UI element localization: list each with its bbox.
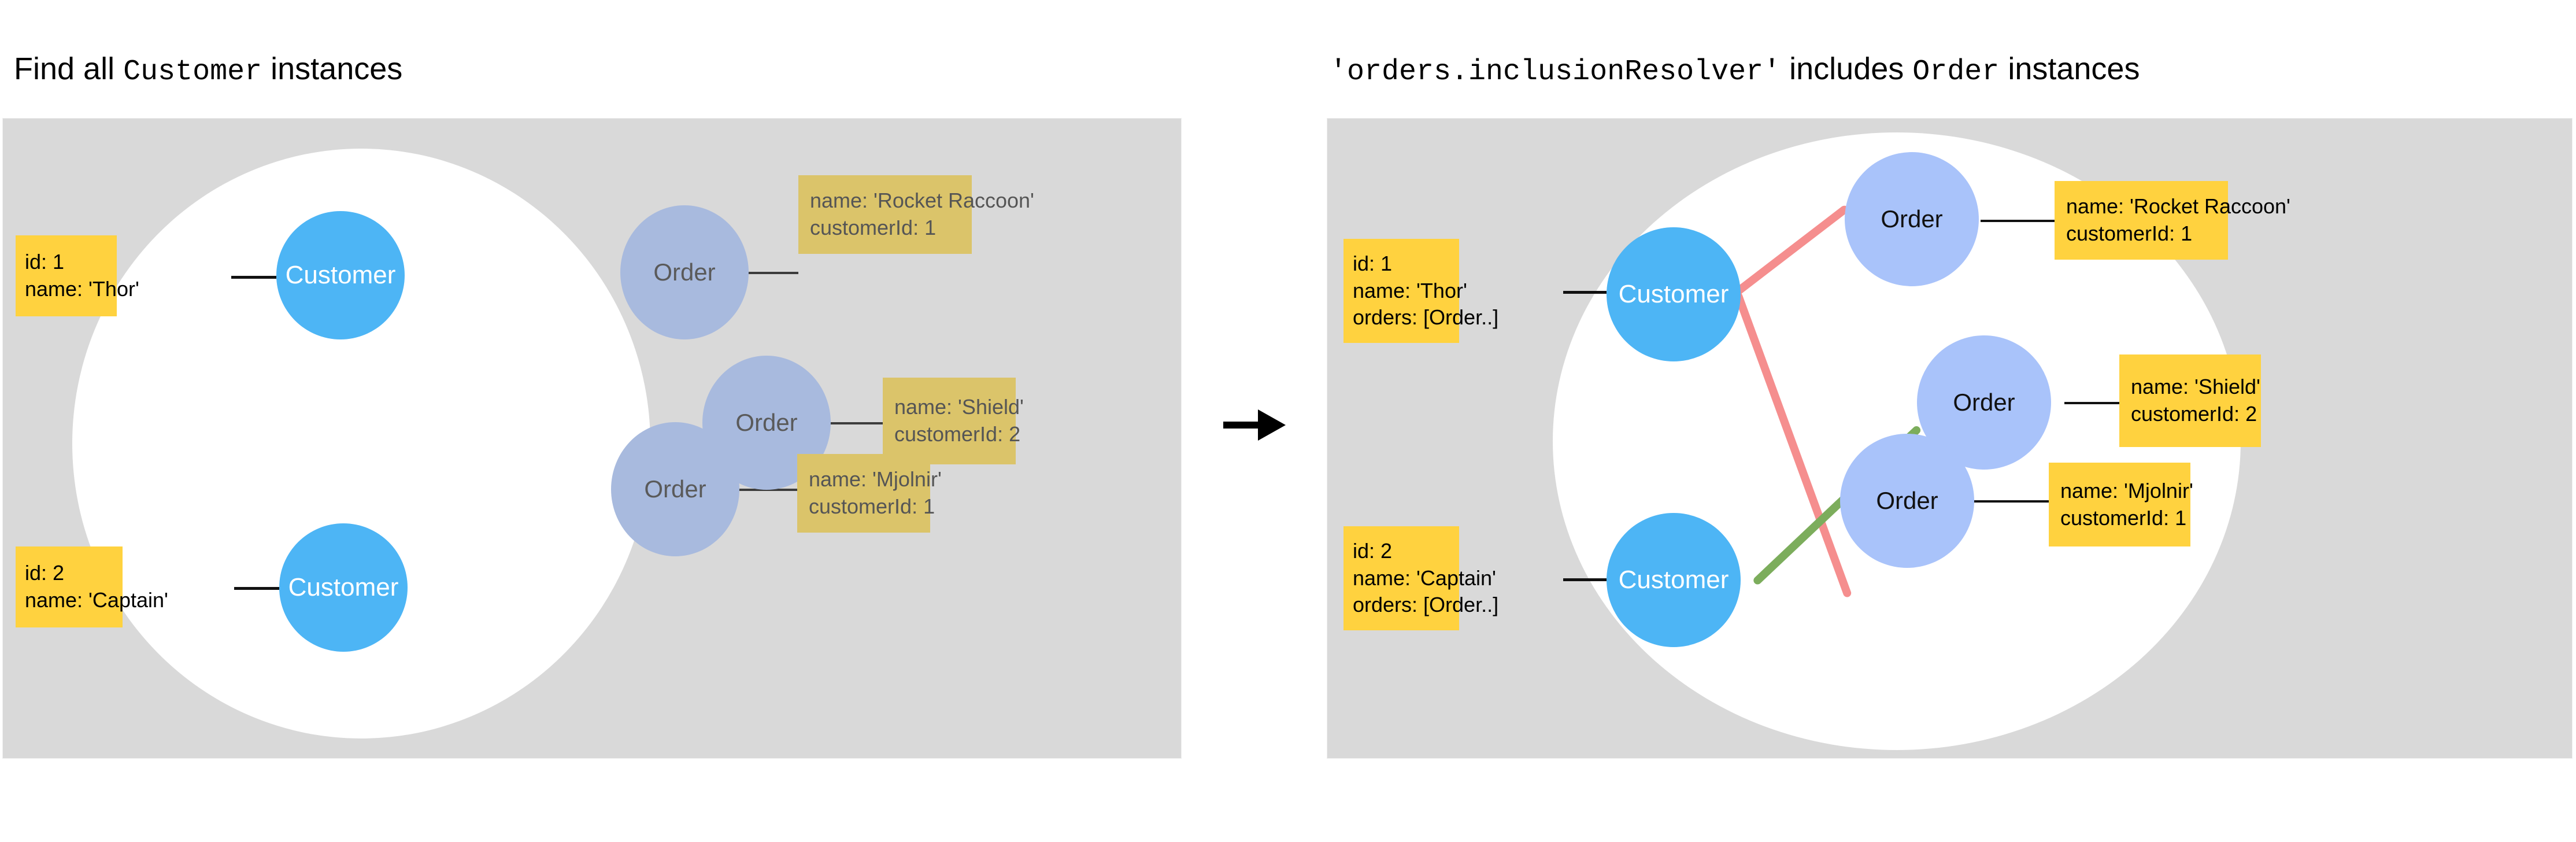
right-title-code-suffix: Order (1912, 56, 2000, 88)
node-order-2-label: Order (735, 409, 798, 436)
info-line: customerId: 2 (2131, 402, 2257, 426)
info-box-order-rocket-raccoon: name: 'Rocket Raccoon' customerId: 1 (798, 175, 1034, 254)
info-line: customerId: 1 (810, 216, 937, 239)
node-order-rocket-raccoon[interactable]: Order (1845, 152, 1979, 286)
info-box-order-mjolnir: name: 'Mjolnir' customerId: 1 (2049, 463, 2193, 546)
connector-order-3 (738, 489, 797, 491)
info-box-customer-1: id: 1 name: 'Thor' orders: [Order..] (1343, 239, 1499, 343)
connector-customer-2 (234, 587, 279, 590)
node-customer-1[interactable]: Customer (276, 211, 405, 339)
node-order-3-label: Order (1876, 487, 1938, 514)
right-title-suffix: instances (1999, 51, 2140, 86)
left-title-prefix: Find all (14, 51, 124, 86)
left-title-suffix: instances (262, 51, 403, 86)
connector-order-2 (2064, 402, 2119, 404)
right-diagram-panel: Customer Customer Order Order Order id: … (1327, 118, 2573, 759)
info-line: name: 'Thor' (25, 277, 139, 301)
connector-order-2 (830, 422, 883, 424)
node-order-1-label: Order (1881, 205, 1943, 232)
left-panel-title: Find all Customer instances (14, 51, 402, 88)
node-order-1-label: Order (653, 258, 716, 286)
info-box-customer-2: id: 2 name: 'Captain' orders: [Order..] (1343, 526, 1499, 630)
info-box-customer-2: id: 2 name: 'Captain' (16, 546, 168, 627)
node-order-mjolnir[interactable]: Order (1840, 434, 1974, 568)
node-customer-2-label: Customer (1618, 566, 1729, 594)
info-line: name: 'Rocket Raccoon' (810, 189, 1034, 213)
node-customer-2-label: Customer (288, 573, 399, 601)
info-box-customer-1: id: 1 name: 'Thor' (16, 235, 139, 316)
info-line: customerId: 1 (2066, 221, 2193, 245)
info-line: id: 1 (25, 250, 65, 274)
info-box-order-shield: name: 'Shield' customerId: 2 (883, 378, 1024, 464)
info-line: name: 'Mjolnir' (2060, 478, 2193, 503)
info-box-order-shield: name: 'Shield' customerId: 2 (2119, 354, 2261, 447)
connector-customer-1 (1563, 291, 1607, 294)
node-customer-1-label: Customer (285, 261, 396, 289)
connector-customer-2 (1563, 578, 1607, 581)
info-line: name: 'Captain' (1353, 566, 1496, 590)
info-box-order-rocket-raccoon: name: 'Rocket Raccoon' customerId: 1 (2055, 181, 2290, 260)
connector-order-3 (1974, 500, 2049, 503)
right-panel-title: 'orders.inclusionResolver' includes Orde… (1330, 51, 2140, 88)
node-customer-2[interactable]: Customer (1607, 513, 1741, 647)
node-order-3-label: Order (644, 475, 706, 503)
info-line: customerId: 1 (809, 494, 935, 518)
node-order-rocket-raccoon[interactable]: Order (620, 205, 749, 339)
arrow-right-icon (1220, 405, 1289, 445)
node-order-mjolnir[interactable]: Order (611, 422, 739, 556)
node-customer-1-label: Customer (1618, 280, 1729, 308)
info-line: id: 2 (25, 561, 65, 585)
info-line: customerId: 1 (2060, 505, 2187, 530)
connector-order-1 (747, 272, 798, 274)
left-diagram-panel: Customer Customer Order Order Order id: … (2, 118, 1182, 759)
info-box-order-mjolnir: name: 'Mjolnir' customerId: 1 (797, 454, 942, 533)
info-line: id: 1 (1353, 251, 1393, 275)
info-line: orders: [Order..] (1353, 305, 1499, 330)
info-line: id: 2 (1353, 538, 1393, 563)
left-title-code: Customer (123, 56, 262, 88)
connector-order-1 (1981, 220, 2056, 222)
right-title-code-prefix: 'orders.inclusionResolver' (1330, 56, 1781, 88)
info-line: name: 'Mjolnir' (809, 467, 942, 492)
info-line: customerId: 2 (894, 422, 1021, 446)
info-line: orders: [Order..] (1353, 593, 1499, 617)
node-order-2-label: Order (1953, 389, 2015, 416)
node-customer-2[interactable]: Customer (279, 523, 408, 652)
info-line: name: 'Rocket Raccoon' (2066, 194, 2290, 219)
info-line: name: 'Shield' (894, 395, 1024, 419)
right-title-middle: includes (1781, 51, 1913, 86)
info-line: name: 'Shield' (2131, 375, 2260, 399)
connector-customer-1 (231, 276, 276, 279)
node-customer-1[interactable]: Customer (1607, 227, 1741, 361)
info-line: name: 'Captain' (25, 588, 168, 612)
info-line: name: 'Thor' (1353, 278, 1467, 302)
